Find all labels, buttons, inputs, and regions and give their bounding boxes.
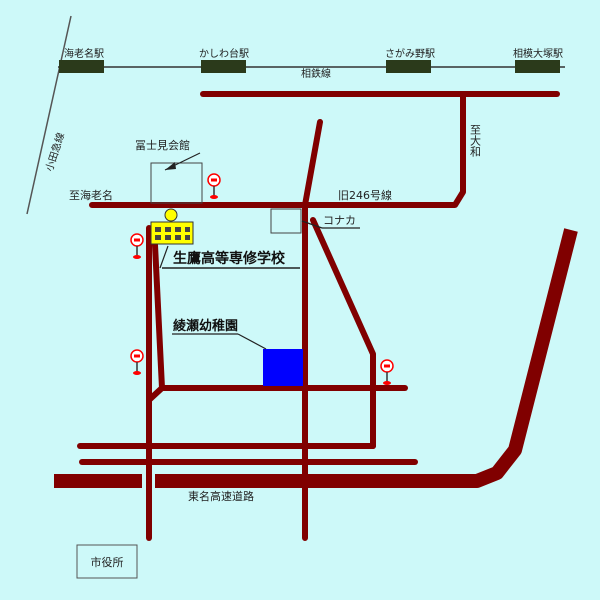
school-label: 生鷹高等専修学校 — [173, 250, 286, 267]
bus-stop-icon — [207, 173, 221, 199]
road-old-246 — [89, 91, 466, 208]
station-label-kashiwadai: かしわ台駅 — [199, 47, 249, 60]
arrow-icon — [165, 162, 176, 170]
station-block-icon — [386, 60, 431, 73]
tomei-label: 東名高速道路 — [188, 489, 254, 503]
to-yamato-label: 至大和 — [469, 124, 482, 158]
station-block-icon — [515, 60, 560, 73]
city-hall-box — [76, 544, 138, 579]
konaka-label: コナカ — [323, 214, 356, 227]
kindergarten-label: 綾瀬幼稚園 — [173, 318, 238, 334]
konaka-building — [270, 208, 302, 234]
kindergarten-building — [263, 349, 303, 386]
station-block-icon — [201, 60, 246, 73]
station-label-ebina: 海老名駅 — [64, 47, 104, 60]
city-hall-label: 市役所 — [91, 555, 124, 569]
school-building-icon — [150, 208, 194, 245]
road-diagonal-east — [310, 217, 376, 449]
station-label-sagami-otsuka: 相模大塚駅 — [513, 47, 563, 60]
sotetsu-line-label: 相鉄線 — [301, 67, 331, 80]
old-246-label: 旧246号線 — [338, 188, 392, 202]
tomei-expressway — [155, 228, 578, 488]
road-center-north-south — [302, 119, 323, 541]
station-label-sagamino: さがみ野駅 — [385, 47, 435, 60]
station-block-icon — [59, 60, 104, 73]
to-ebina-label: 至海老名 — [69, 188, 113, 202]
fujimi-hall-label: 冨士見会館 — [135, 138, 190, 152]
road-network — [54, 91, 578, 541]
bus-stop-icon — [380, 359, 394, 385]
kindergarten-pointer — [237, 333, 267, 350]
school-pointer — [159, 245, 169, 269]
bus-stop-icon — [130, 233, 144, 259]
fujimi-hall-building — [150, 162, 203, 204]
bus-stop-icon — [130, 349, 144, 375]
konaka-pointer — [301, 220, 323, 229]
odakyu-rail-line — [26, 15, 72, 215]
